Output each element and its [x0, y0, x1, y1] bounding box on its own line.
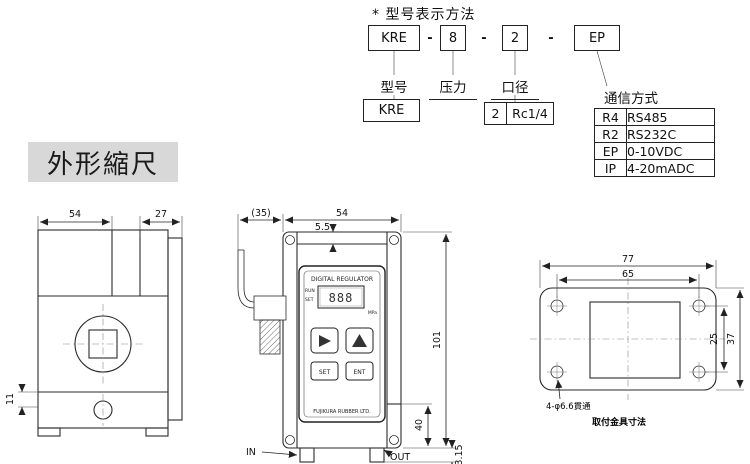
panel-unit-label: MPa [368, 310, 377, 316]
right-arrow-icon [319, 335, 331, 347]
field-label-bore: 口径 [491, 76, 539, 100]
section-heading: 外形縮尺 [28, 142, 178, 182]
side-dim-plate-offset: 5.5 [315, 222, 330, 233]
designation-title: * 型号表示方法 [372, 7, 476, 23]
comm-name-cell: 4-20mADC [626, 159, 715, 177]
bore-thread-value: Rc1/4 [512, 106, 548, 121]
top-view: 77 65 37 25 4-φ6.6貫通 取付金具寸法 [530, 254, 744, 428]
comm-code-cell: R4 [594, 108, 627, 126]
ent-button [345, 361, 374, 381]
up-arrow-icon [352, 334, 367, 347]
panel-run-indicator: RUN [305, 288, 315, 294]
top-dim-hole-vspan: 25 [709, 333, 720, 345]
top-dim-height: 37 [726, 333, 737, 345]
comm-name-cell: RS485 [626, 108, 715, 126]
comm-code-cell: IP [594, 159, 627, 177]
side-dim-port-depth: 3.15 [454, 444, 465, 464]
comm-name-cell: RS232C [626, 125, 715, 143]
field-label-model: 型号 [368, 76, 420, 100]
table-row: EP 0-10VDC [594, 142, 715, 160]
bore-value-boxes: 2 Rc1/4 [484, 102, 554, 125]
comm-options-table: R4 RS485 R2 RS232C EP 0-10VDC IP 4-20mAD… [594, 108, 715, 177]
comm-code-cell: R2 [594, 125, 627, 143]
table-row: IP 4-20mADC [594, 159, 715, 177]
top-centerlines [530, 278, 726, 400]
panel-title: DIGITAL REGULATOR [311, 276, 373, 283]
front-centerlines [63, 304, 143, 426]
front-dim-width: 54 [69, 209, 81, 220]
code-box-pressure: 8 [440, 25, 466, 51]
table-row: R4 RS485 [594, 108, 715, 126]
front-dim-depth: 27 [155, 209, 167, 220]
panel-set-indicator: SET [305, 297, 314, 303]
front-dim-base-height: 11 [5, 393, 16, 405]
set-button [310, 361, 339, 381]
cable-connector [237, 249, 287, 355]
side-dim-width: 54 [336, 208, 348, 219]
out-label: OUT [390, 452, 410, 463]
panel-display-window [317, 285, 365, 309]
side-dim-out-height: 40 [414, 419, 425, 431]
field-label-pressure: 压力 [429, 76, 477, 100]
designation-connector-lines [393, 50, 608, 102]
code-box-comm: EP [574, 25, 620, 51]
panel-display-value: 888 [329, 291, 354, 305]
ent-button-label: ENT [354, 369, 366, 376]
side-dim-height: 101 [432, 331, 443, 349]
code-separator: - [548, 30, 554, 46]
comm-code-cell: EP [594, 142, 627, 160]
field-label-comm: 通信方式 [604, 91, 658, 107]
top-hole-note: 4-φ6.6貫通 [546, 401, 591, 412]
regulator-panel: DIGITAL REGULATOR 888 RUN SET MPa SET EN… [298, 265, 386, 423]
comm-name-cell: 0-10VDC [626, 142, 715, 160]
set-button-label: SET [319, 369, 331, 376]
top-view-caption: 取付金具寸法 [592, 416, 646, 428]
side-view: DIGITAL REGULATOR 888 RUN SET MPa SET EN… [237, 208, 465, 464]
top-dim-hole-span: 65 [622, 269, 634, 280]
in-label: IN [246, 447, 256, 458]
code-box-bore: 2 [502, 25, 528, 51]
bore-size-value: 2 [485, 103, 507, 124]
front-view: 54 27 11 [5, 209, 183, 437]
panel-brand: FUJIKURA RUBBER LTD. [313, 409, 371, 415]
code-box-model: KRE [368, 25, 420, 51]
table-row: R2 RS232C [594, 125, 715, 143]
code-separator: - [427, 30, 433, 46]
model-value-box: KRE [363, 99, 420, 122]
mounting-holes [285, 235, 399, 445]
side-dim-connector: (35) [251, 208, 271, 219]
code-separator: - [481, 30, 487, 46]
top-dim-outer-width: 77 [622, 254, 634, 265]
